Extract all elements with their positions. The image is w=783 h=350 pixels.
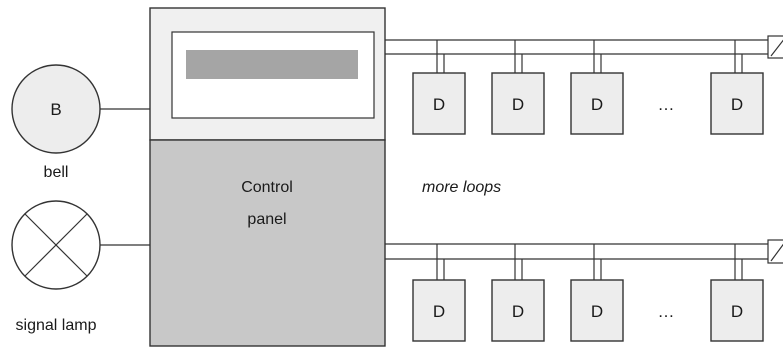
bell-label: bell — [44, 164, 69, 181]
panel-label-line1: Control — [241, 179, 293, 196]
detector-label: D — [731, 302, 743, 321]
signal-lamp-device: signal lamp — [11, 200, 161, 334]
panel-display-bar — [186, 50, 358, 79]
panel-body — [149, 139, 386, 347]
detector-label: D — [433, 302, 445, 321]
detector-loop-1: D D D … D — [385, 35, 783, 135]
signal-lamp-label: signal lamp — [16, 317, 97, 334]
detector-label: D — [591, 95, 603, 114]
detector — [491, 279, 545, 342]
lamp-cross-b — [24, 213, 88, 277]
detector-label: D — [512, 302, 524, 321]
detector-label: D — [433, 95, 445, 114]
end-of-line-resistor-icon — [767, 239, 783, 264]
detector — [412, 72, 466, 135]
detector-loop-2: D D D … D — [385, 239, 783, 342]
detector-label: D — [591, 302, 603, 321]
detector-label: D — [512, 95, 524, 114]
detector — [710, 279, 764, 342]
detector — [570, 72, 624, 135]
detector — [570, 279, 624, 342]
panel-label-line2: panel — [247, 211, 286, 228]
detector — [710, 72, 764, 135]
detector-label: D — [731, 95, 743, 114]
detector — [491, 72, 545, 135]
ellipsis: … — [658, 95, 675, 114]
end-of-line-resistor-icon — [767, 35, 783, 59]
bell-letter: B — [50, 100, 61, 119]
ellipsis: … — [658, 302, 675, 321]
detector — [412, 279, 466, 342]
control-panel: Control panel — [149, 7, 386, 347]
more-loops-label: more loops — [422, 179, 501, 196]
bell-device: B bell — [11, 64, 161, 181]
